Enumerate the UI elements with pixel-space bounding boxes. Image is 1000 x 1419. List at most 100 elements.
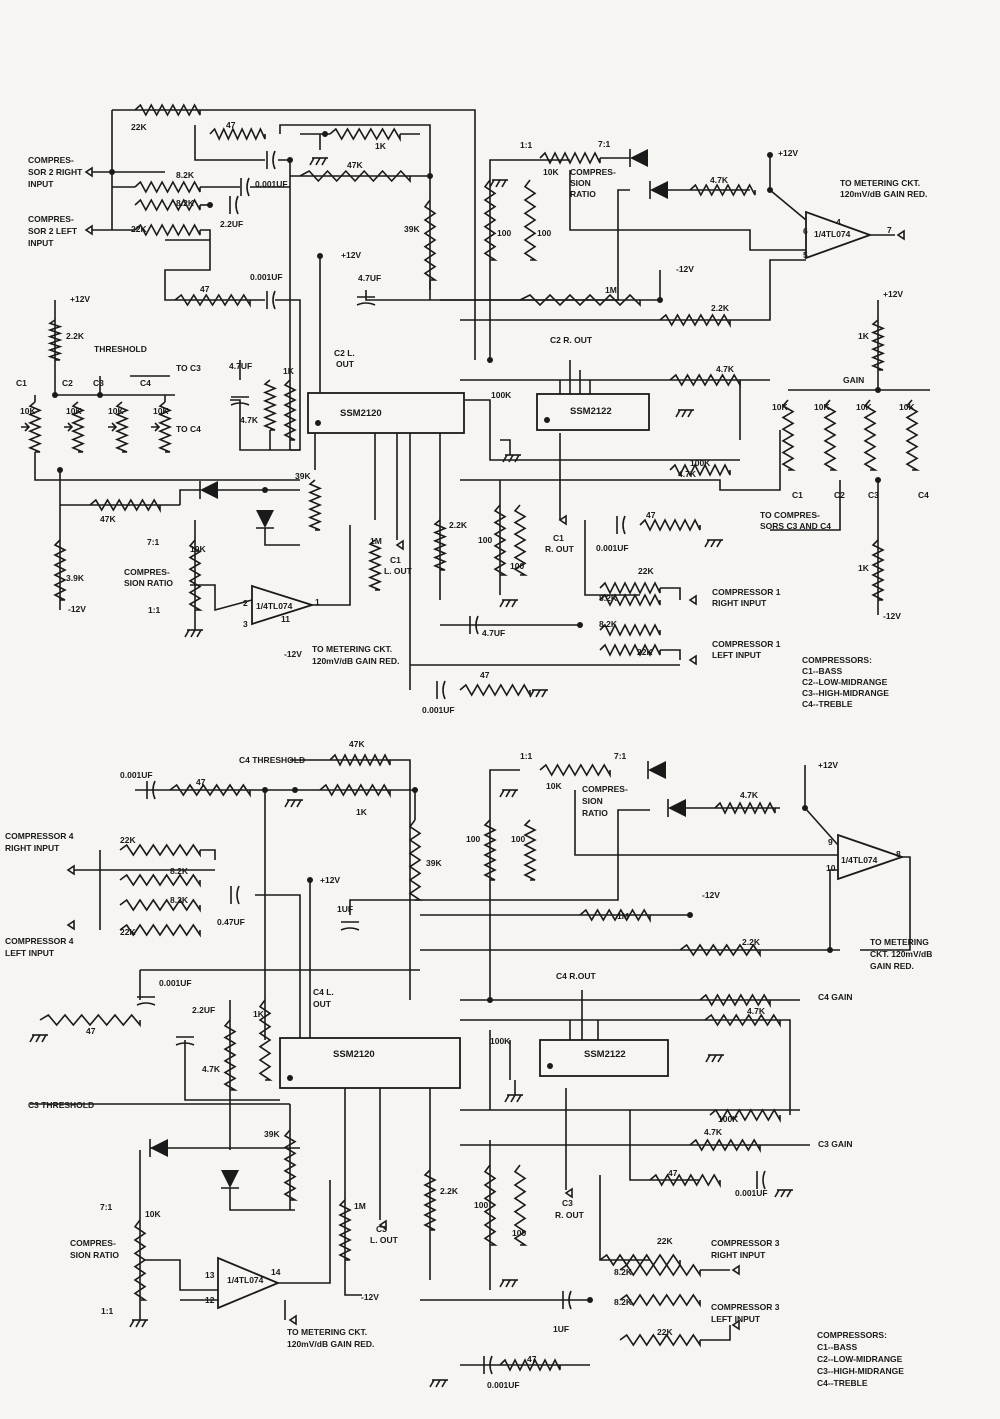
ground-icon xyxy=(41,1034,47,1043)
junction-dot xyxy=(317,253,323,259)
output-label: L. OUT xyxy=(370,1235,399,1245)
wire xyxy=(804,807,839,846)
res-label: 4.7K xyxy=(710,175,729,185)
resistor xyxy=(47,319,63,361)
cap-label: 4.7UF xyxy=(358,273,381,283)
top-ssm2122-label: SSM2122 xyxy=(570,406,612,417)
ic-chip xyxy=(539,1039,669,1077)
wire xyxy=(599,1175,650,1261)
resistor xyxy=(599,643,661,657)
res-label: 1K xyxy=(283,366,295,376)
res-label: 4.7K xyxy=(747,1006,766,1016)
threshold-label: C3 THRESHOLD xyxy=(28,1100,94,1110)
res-label: 47 xyxy=(480,670,490,680)
capacitor xyxy=(152,780,156,800)
resistor xyxy=(579,908,651,923)
metering-label: 120mV/dB GAIN RED. xyxy=(287,1339,374,1349)
res-label: 39K xyxy=(404,224,420,234)
diode-icon xyxy=(650,181,668,199)
resistor xyxy=(119,898,201,913)
metering-label: 120mV/dB GAIN RED. xyxy=(840,189,927,199)
wire xyxy=(184,1040,280,1101)
resistor xyxy=(483,179,498,261)
resistor xyxy=(649,1173,721,1188)
resistor xyxy=(523,819,537,881)
junction-dot xyxy=(322,131,328,137)
res-label: 2.2K xyxy=(440,1186,459,1196)
pin-label: 10 xyxy=(826,863,836,873)
res-label: 4.7K xyxy=(716,364,735,374)
res-label: 10K xyxy=(543,167,559,177)
ground-icon xyxy=(711,1054,717,1063)
wire xyxy=(660,649,681,660)
legend-title: COMPRESSORS: xyxy=(802,655,872,665)
res-label: 100 xyxy=(510,561,524,571)
pot-name: C2 xyxy=(62,378,73,388)
res-label: 22K xyxy=(638,566,654,576)
res-label: 39K xyxy=(264,1129,280,1139)
legend-item: C4--TREBLE xyxy=(817,1378,868,1388)
resistor xyxy=(539,763,611,778)
input-label: INPUT xyxy=(28,238,54,248)
resistor xyxy=(223,1019,238,1091)
ground-icon xyxy=(511,599,517,608)
top-ssm2120-label: SSM2120 xyxy=(340,408,382,419)
resistor xyxy=(134,180,201,194)
resistor xyxy=(134,103,201,117)
potentiometer xyxy=(21,422,31,432)
rail-label: +12V xyxy=(883,289,903,299)
wire xyxy=(700,1325,731,1341)
resistor xyxy=(408,819,423,901)
wire xyxy=(200,229,211,240)
jack-icon xyxy=(731,1264,740,1276)
ground-icon xyxy=(499,599,505,608)
metering-label: GAIN RED. xyxy=(870,961,914,971)
resistor xyxy=(89,498,161,513)
capacitor xyxy=(246,177,250,197)
res-label: 8.2K xyxy=(614,1267,633,1277)
junction-dot xyxy=(875,387,881,393)
ground-icon xyxy=(489,179,495,188)
wire xyxy=(489,769,520,1000)
junction-dot xyxy=(767,152,773,158)
resistor xyxy=(599,581,661,595)
res-label: 4.7K xyxy=(740,790,759,800)
resistor xyxy=(119,873,201,888)
res-label: 8.2K xyxy=(614,1297,633,1307)
ground-icon xyxy=(505,599,511,608)
capacitor xyxy=(272,150,276,170)
resistor xyxy=(781,399,796,471)
ground-icon xyxy=(774,1189,780,1198)
pot-name: C2 xyxy=(834,490,845,500)
cap-label: 0.001UF xyxy=(596,543,629,553)
capacitor xyxy=(475,615,479,635)
resistor xyxy=(114,401,130,453)
pin-label: 11 xyxy=(281,614,290,624)
pot-label: 10K xyxy=(20,406,36,416)
res-label: 3.9K xyxy=(66,573,85,583)
res-label: 47K xyxy=(347,160,363,170)
res-label: 47 xyxy=(646,510,656,520)
jack-icon xyxy=(558,514,567,526)
ratio-label: 7:1 xyxy=(100,1202,113,1212)
ratio-label: 7:1 xyxy=(147,537,160,547)
bottom-opamp-right-label: 1/4TL074 xyxy=(841,855,878,865)
res-label: 1K xyxy=(858,331,870,341)
ratio-label: SION RATIO xyxy=(124,578,173,588)
cap-label: 0.001UF xyxy=(735,1188,768,1198)
pin-label: 5 xyxy=(803,250,808,260)
resistor xyxy=(905,399,920,471)
pin-label: 9 xyxy=(828,837,833,847)
pin-label: 6 xyxy=(803,226,808,236)
top-opamp-left-label: 1/4TL074 xyxy=(256,601,293,611)
metering-label: CKT. 120mV/dB xyxy=(870,949,932,959)
ground-icon xyxy=(508,454,514,463)
wire xyxy=(770,480,841,531)
resistor xyxy=(134,198,201,212)
wire xyxy=(569,170,806,251)
ground-icon xyxy=(296,799,302,808)
output-label: C1 xyxy=(390,555,401,565)
junction-dot xyxy=(412,787,418,793)
opamp-icon xyxy=(251,584,315,626)
